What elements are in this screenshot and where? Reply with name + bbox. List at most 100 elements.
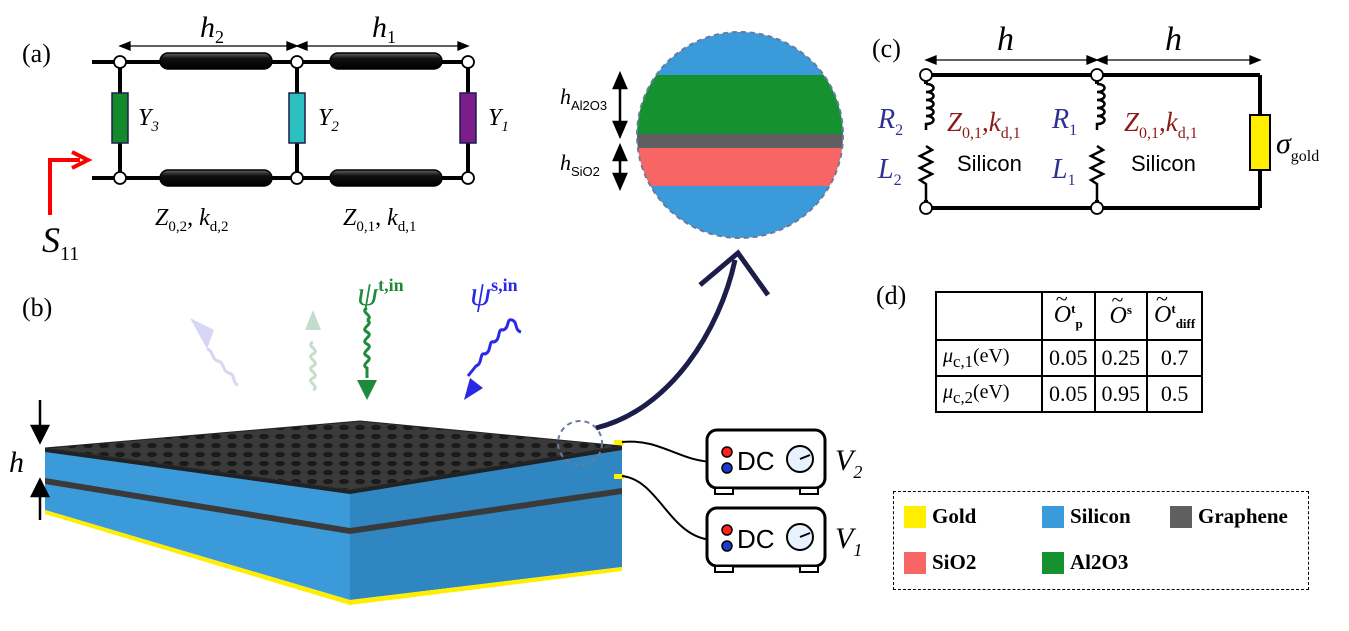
terminal-positive-icon (721, 524, 733, 536)
panel-b-label: (b) (22, 293, 52, 322)
legend-swatch-graphene (1170, 505, 1192, 528)
label-psi-s-in: ψs,in (470, 275, 518, 313)
table-header-os: ~Os (1093, 287, 1148, 341)
label-c-silicon-left: Silicon (957, 151, 1022, 176)
wave-t-in (357, 306, 377, 400)
material-legend: Gold Silicon Graphene SiO2 Al2O3 (893, 491, 1309, 590)
table-corner-cell (935, 291, 1043, 341)
tline-bottom-left (159, 169, 273, 187)
graphene-middle-right (350, 488, 622, 534)
label-c-z-left: Z0,1,kd,1 (947, 107, 1021, 142)
zoom-region-marker (557, 420, 603, 466)
metasurface-slab (44, 420, 623, 605)
gold-bottom-right (350, 567, 622, 605)
label-v1: V1 (835, 522, 862, 560)
wave-s-in (464, 318, 522, 400)
zoom-arrowhead-icon (698, 249, 771, 297)
zoom-al2o3-layer (637, 75, 843, 134)
label-c-h-left: h (997, 21, 1014, 58)
label-z01-kd1: Z0,1, kd,1 (343, 205, 417, 235)
label-c-silicon-right: Silicon (1131, 151, 1196, 176)
wire-v2 (621, 440, 716, 463)
slab-front-right-face (350, 446, 622, 600)
rl-branch-left (917, 82, 935, 200)
zoom-circle-outline (636, 31, 844, 239)
tline-top-right (329, 52, 443, 70)
label-z02-kd2: Z0,2, kd,2 (155, 205, 229, 235)
port-arrow-icon (48, 158, 80, 215)
panel-c-dimension-arrows (924, 55, 1262, 65)
top-edge-right (350, 446, 622, 494)
terminal-negative-icon (721, 540, 733, 552)
admittance-y3 (111, 92, 129, 144)
slab-front-left-face (45, 448, 350, 600)
tline-top-left (159, 52, 273, 70)
graphene-middle-left (45, 478, 350, 534)
panel-a-nodes (113, 55, 475, 185)
table-row-label: μc,2(eV) (935, 375, 1043, 413)
dc-source-v1: DC (705, 506, 827, 573)
label-h2: h2 (200, 11, 224, 47)
zoom-graphene-layer (637, 134, 843, 148)
panel-c-nodes (919, 68, 1104, 215)
legend-item-al2o3: Al2O3 (1042, 550, 1128, 575)
label-r1: R1 (1051, 104, 1077, 139)
table-cell: 0.5 (1145, 375, 1204, 413)
label-c-h-right: h (1165, 21, 1182, 58)
label-r2: R2 (877, 104, 903, 139)
slab-height-arrows (29, 400, 51, 520)
legend-item-sio2: SiO2 (904, 550, 976, 575)
tline-bottom-right (329, 169, 443, 187)
legend-item-silicon: Silicon (1042, 504, 1131, 529)
label-l2: L2 (877, 154, 902, 189)
faded-wave-1 (190, 318, 239, 387)
table-cell: 0.05 (1041, 339, 1096, 377)
label-sigma-gold: σgold (1276, 127, 1319, 165)
panel-d-label: (d) (876, 281, 906, 310)
table-row: μc,2(eV) 0.05 0.95 0.5 (935, 375, 1204, 413)
panel-a-dimension-arrows (118, 41, 470, 51)
legend-item-graphene: Graphene (1170, 504, 1288, 529)
faded-wave-2 (305, 310, 321, 392)
table-cell: 0.95 (1093, 375, 1148, 413)
port-arrowhead-icon (71, 150, 93, 170)
zoom-silicon-top (637, 32, 843, 75)
table-header-ot-diff: ~Otdiff (1145, 286, 1204, 341)
terminal-positive-icon (721, 446, 733, 458)
top-edge-left (45, 448, 350, 494)
terminal-negative-icon (721, 462, 733, 474)
legend-swatch-al2o3 (1042, 551, 1064, 574)
zoom-sio2-layer (637, 148, 843, 186)
table-cell: 0.7 (1145, 339, 1204, 377)
admittance-y2 (288, 92, 306, 144)
legend-swatch-silicon (1042, 505, 1064, 528)
label-h1: h1 (372, 11, 396, 47)
label-h-al2o3: hAl2O3 (560, 84, 607, 113)
zoom-silicon-bottom (637, 186, 843, 238)
label-c-z-right: Z0,1,kd,1 (1124, 107, 1198, 142)
label-psi-t-in: ψt,in (357, 275, 404, 313)
table-row: μc,1(eV) 0.05 0.25 0.7 (935, 339, 1204, 377)
contact-middle (614, 474, 624, 479)
legend-swatch-sio2 (904, 551, 926, 574)
dc-source-v2: DC (705, 428, 827, 495)
parameter-table: ~Otp ~Os ~Otdiff μc,1(eV) 0.05 0.25 0.7 … (935, 286, 1204, 413)
zoom-arrow (595, 259, 738, 431)
label-l1: L1 (1051, 154, 1076, 189)
gold-bottom-left (45, 510, 350, 605)
rl-branch-right (1088, 82, 1106, 200)
label-slab-h: h (9, 446, 24, 479)
label-h-sio2: hSiO2 (560, 150, 600, 179)
dc-label-v2: DC (737, 446, 775, 476)
zoom-dimension-arrows (612, 70, 628, 192)
dc-label-v1: DC (737, 524, 775, 554)
wire-v1 (621, 475, 716, 541)
label-y2: Y2 (318, 105, 339, 135)
gold-load (1249, 114, 1271, 171)
table-cell: 0.25 (1093, 339, 1148, 377)
label-s11: S11 (42, 220, 79, 265)
table-cell: 0.05 (1041, 375, 1096, 413)
label-y1: Y1 (488, 105, 509, 135)
